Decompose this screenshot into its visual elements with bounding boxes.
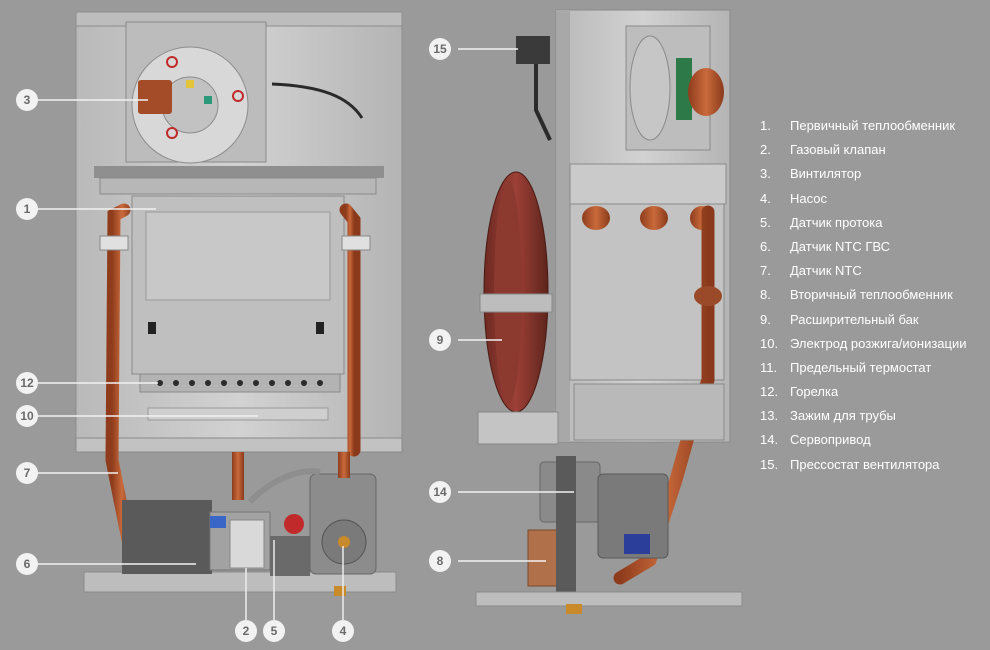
legend-number: 14. [760, 432, 779, 448]
legend-text: Вторичный теплообменник [790, 287, 953, 303]
legend-item: 8. Вторичный теплообменник [760, 287, 990, 311]
legend-item: 7. Датчик NTC [760, 263, 990, 287]
side-view [475, 9, 743, 614]
fan-side [625, 25, 724, 151]
legend-number: 4. [760, 190, 771, 206]
callout-label-15: 15 [433, 42, 447, 56]
legend-number: 11. [760, 359, 778, 375]
legend-item: 1. Первичный теплообменник [760, 118, 990, 142]
legend-item: 11. Предельный термостат [760, 360, 990, 384]
callout-badge-12: 12 [16, 372, 38, 394]
ignition-electrode [147, 407, 329, 421]
callout-badge-10: 10 [16, 405, 38, 427]
callout-label-1: 1 [24, 202, 31, 216]
callout-badge-5: 5 [263, 620, 285, 642]
legend-text: Датчик NTC [790, 263, 862, 279]
callout-badge-6: 6 [16, 553, 38, 575]
callout-badge-9: 9 [429, 329, 451, 351]
legend-number: 13. [760, 408, 779, 424]
legend-number: 7. [760, 263, 771, 279]
legend-number: 1. [760, 118, 771, 133]
front-pipe-right [339, 203, 361, 457]
legend-item: 9. Расширительный бак [760, 312, 990, 336]
callout-label-6: 6 [24, 557, 31, 571]
legend-item: 3. Винтилятор [760, 166, 990, 190]
legend-number: 5. [760, 214, 771, 230]
callout-label-3: 3 [24, 93, 31, 107]
legend-text: Первичный теплообменник [790, 118, 956, 133]
legend-item: 2. Газовый клапан [760, 142, 990, 166]
hydraulic-group [83, 452, 397, 596]
legend-text: Газовый клапан [790, 142, 886, 158]
legend-text: Электрод розжига/ионизации [790, 335, 967, 351]
legend-number: 3. [760, 166, 771, 182]
legend-text: Предельный термостат [790, 359, 932, 375]
legend-text: Зажим для трубы [790, 408, 896, 424]
legend-item: 12. Горелка [760, 384, 990, 408]
legend-text: Прессостат вентилятора [790, 456, 940, 472]
legend-item: 5. Датчик протока [760, 215, 990, 239]
legend-text: Винтилятор [790, 166, 862, 182]
legend-number: 15. [760, 456, 779, 472]
callout-badge-2: 2 [235, 620, 257, 642]
legend-item: 15. Прессостат вентилятора [760, 457, 990, 481]
callout-label-12: 12 [20, 376, 34, 390]
fan-pressure-switch [516, 36, 550, 64]
callout-badge-4: 4 [332, 620, 354, 642]
leader-lines [36, 48, 574, 620]
callout-badges: 3 1 12 10 7 6 2 5 4 15 9 14 8 [16, 38, 451, 642]
legend-item: 6. Датчик NTC ГВС [760, 239, 990, 263]
legend-text: Горелка [790, 384, 839, 400]
legend-text: Сервопривод [790, 432, 871, 448]
callout-label-8: 8 [437, 554, 444, 568]
legend-text: Насос [790, 190, 827, 206]
callout-badge-15: 15 [429, 38, 451, 60]
callout-label-14: 14 [433, 485, 447, 499]
legend-number: 12. [760, 384, 779, 400]
side-pipe [613, 205, 715, 585]
legend-number: 8. [760, 287, 771, 303]
legend-item: 4. Насос [760, 191, 990, 215]
expansion-tank [477, 171, 559, 445]
callout-label-2: 2 [243, 624, 250, 638]
legend-number: 10. [760, 335, 779, 351]
legend-item: 13. Зажим для трубы [760, 408, 990, 432]
callout-label-4: 4 [340, 624, 347, 638]
legend-item: 14. Сервопривод [760, 432, 990, 456]
callout-badge-7: 7 [16, 462, 38, 484]
callout-badge-1: 1 [16, 198, 38, 220]
legend-item: 10. Электрод розжига/ионизации [760, 336, 990, 360]
callout-badge-8: 8 [429, 550, 451, 572]
legend-number: 9. [760, 311, 771, 327]
front-view [75, 11, 403, 596]
legend-text: Датчик NTC ГВС [790, 238, 891, 254]
flue-hood [94, 166, 384, 178]
callout-label-7: 7 [24, 466, 31, 480]
legend-number: 6. [760, 238, 771, 254]
callout-badge-3: 3 [16, 89, 38, 111]
component-legend: 1. Первичный теплообменник 2. Газовый клап… [760, 118, 990, 481]
callout-label-5: 5 [271, 624, 278, 638]
legend-text: Датчик протока [790, 214, 883, 230]
callout-label-10: 10 [20, 409, 34, 423]
legend-number: 2. [760, 142, 771, 158]
callout-badge-14: 14 [429, 481, 451, 503]
legend-text: Расширительный бак [790, 311, 919, 327]
fan-assembly [125, 21, 364, 164]
callout-label-9: 9 [437, 333, 444, 347]
